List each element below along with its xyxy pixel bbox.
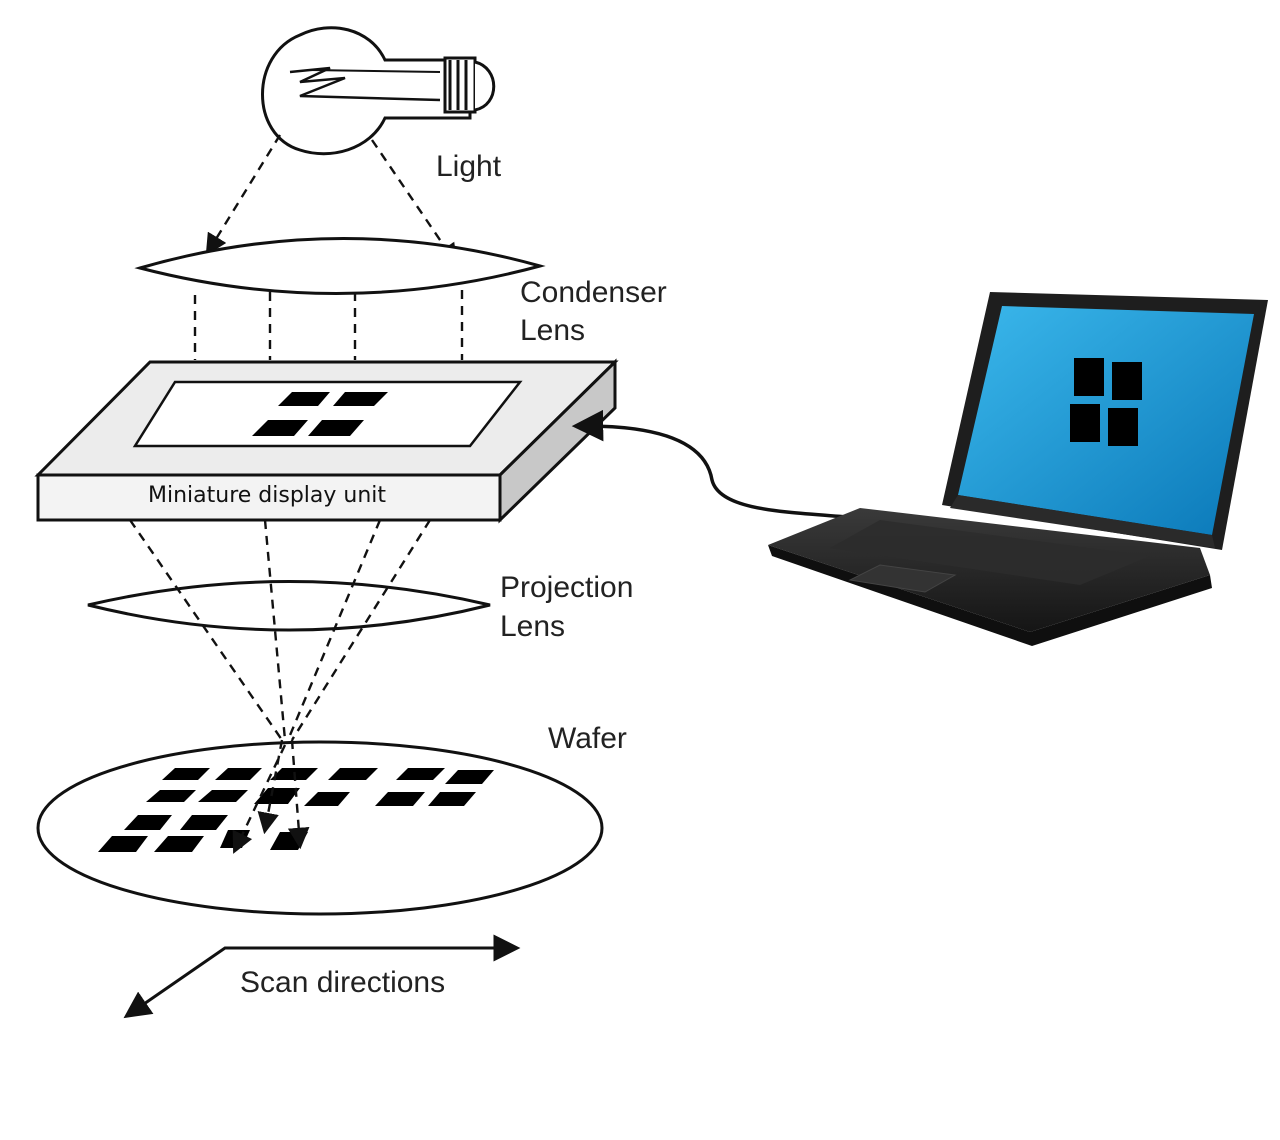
laptop-icon [768, 292, 1268, 646]
wafer-label: Wafer [548, 722, 627, 755]
scan-directions-label: Scan directions [240, 966, 445, 999]
scan-direction-arrow [123, 934, 521, 1019]
data-cable [571, 409, 861, 520]
projection-lens [87, 580, 491, 632]
condenser-label-line2: Lens [520, 314, 585, 347]
light-ray-left [205, 134, 282, 256]
condenser-label-line1: Condenser [520, 276, 667, 309]
projection-label-line2: Lens [500, 610, 565, 643]
display-unit-label: Miniature display unit [148, 483, 386, 508]
light-bulb-icon [261, 26, 496, 156]
wafer [36, 740, 604, 916]
condenser-beams [193, 290, 464, 360]
light-label: Light [436, 150, 502, 183]
miniature-display-unit: Miniature display unit [34, 358, 619, 524]
projection-label-line1: Projection [500, 571, 633, 604]
light-ray-right [371, 139, 458, 266]
condenser-lens [134, 237, 546, 295]
screen-pattern-icon [1070, 358, 1142, 446]
pattern-squares-icon [252, 392, 388, 436]
wafer-exposure-arrows [232, 739, 310, 854]
